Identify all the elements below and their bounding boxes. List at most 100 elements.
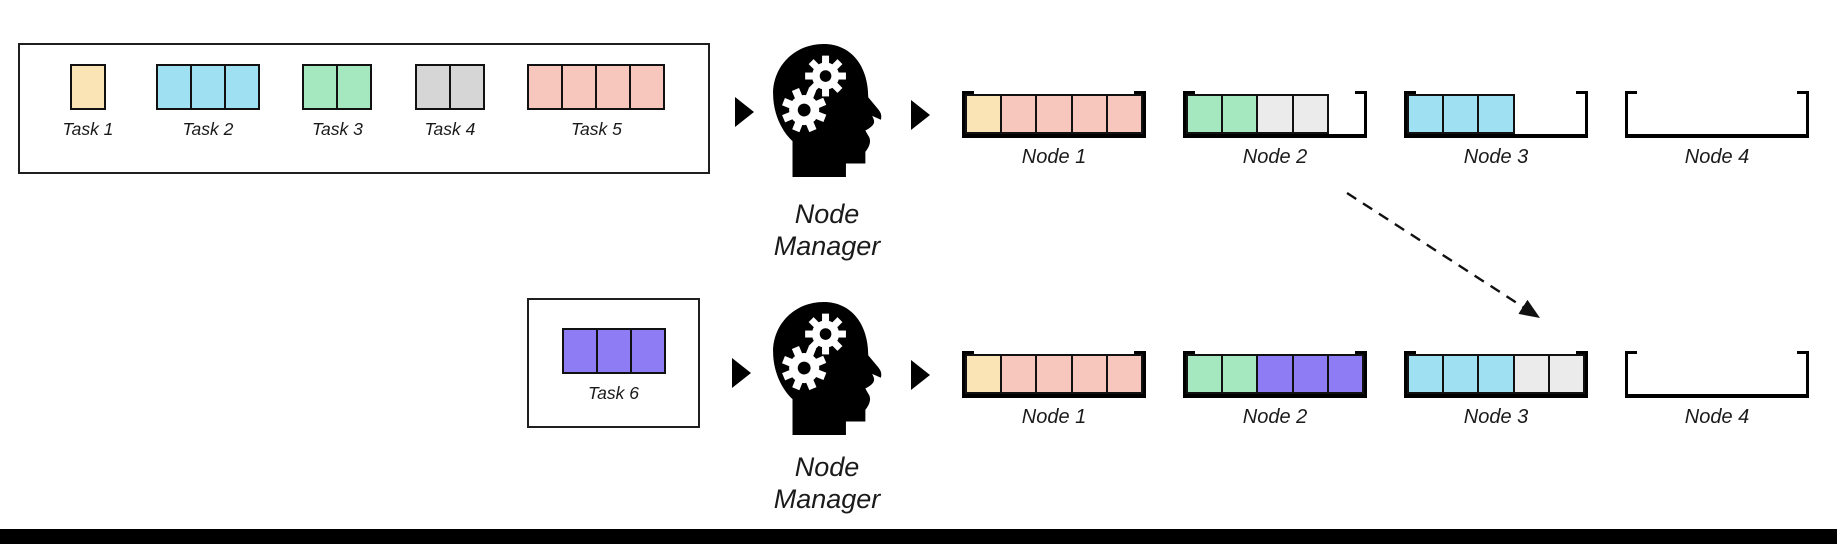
node-label: Node 2	[1242, 146, 1308, 168]
task-cell-row	[561, 328, 666, 374]
node-cell	[1221, 354, 1259, 394]
node-cell	[1256, 354, 1294, 394]
node-label: Node 4	[1684, 406, 1750, 428]
node-cell	[1186, 94, 1224, 134]
task-panel: Task 6	[527, 298, 700, 428]
task-label: Task 3	[311, 119, 363, 139]
node-label: Node 2	[1242, 406, 1308, 428]
flow-arrow-icon	[732, 358, 751, 388]
task-group: Task 2	[155, 64, 260, 140]
task-cell	[595, 64, 632, 110]
task-label: Task 5	[570, 119, 622, 139]
node-cell	[1326, 354, 1364, 394]
node-cell	[1291, 94, 1329, 134]
node-cell	[1477, 354, 1515, 394]
node-cell	[1477, 94, 1515, 134]
node: Node 4	[1625, 351, 1809, 429]
node-label: Node 4	[1684, 146, 1750, 168]
task-group: Task 4	[414, 64, 485, 140]
node-cell	[1000, 94, 1038, 134]
node-tray	[1183, 91, 1367, 138]
node-manager-icon	[773, 43, 882, 178]
node-cell	[1256, 94, 1294, 134]
bottom-bar	[0, 529, 1837, 544]
task-cell	[302, 64, 339, 110]
node-cell	[1221, 94, 1259, 134]
task-cell-row	[69, 64, 106, 110]
node: Node 1	[962, 351, 1146, 429]
task-cell-row	[414, 64, 485, 110]
task-label: Task 1	[62, 119, 114, 139]
node-label: Node 3	[1463, 146, 1529, 168]
task-cell-row	[302, 64, 373, 110]
node-cell	[965, 354, 1003, 394]
node-tray	[1625, 91, 1809, 138]
task-cell	[595, 328, 632, 374]
node-tray	[1183, 351, 1367, 398]
node-label: Node 3	[1463, 406, 1529, 428]
node-manager-label: Node Manager	[773, 452, 881, 515]
gear-icon	[781, 87, 827, 133]
node-cell	[1547, 354, 1585, 394]
flow-arrow-icon	[735, 97, 754, 127]
task-cell	[336, 64, 373, 110]
task-panel: Task 1 Task 2 Task 3 Task 4 Task 5	[18, 43, 710, 174]
node-cell	[1442, 94, 1480, 134]
node: Node 2	[1183, 351, 1367, 429]
node-manager-label: Node Manager	[773, 199, 881, 262]
task-cell	[629, 328, 666, 374]
task-cell	[414, 64, 451, 110]
node: Node 1	[962, 91, 1146, 169]
task-cell	[527, 64, 564, 110]
node-tray	[962, 91, 1146, 138]
node-manager-icon	[773, 301, 882, 436]
task-label: Task 4	[424, 119, 476, 139]
node-cell	[1000, 354, 1038, 394]
task-cell	[189, 64, 226, 110]
node-cell	[1105, 354, 1143, 394]
task-cell	[223, 64, 260, 110]
task-cell	[561, 64, 598, 110]
task-cell	[155, 64, 192, 110]
node-tray	[1625, 351, 1809, 398]
node: Node 2	[1183, 91, 1367, 169]
node-cell	[965, 94, 1003, 134]
node-cell	[1407, 354, 1445, 394]
node-cell	[1512, 354, 1550, 394]
node-cell	[1442, 354, 1480, 394]
flow-arrow-icon	[911, 100, 930, 130]
node-cell	[1291, 354, 1329, 394]
node-cell	[1105, 94, 1143, 134]
node: Node 3	[1404, 351, 1588, 429]
node-cell	[1035, 94, 1073, 134]
task-group: Task 6	[561, 328, 666, 404]
gear-icon	[781, 345, 827, 391]
node-cell	[1070, 94, 1108, 134]
node-cell	[1186, 354, 1224, 394]
node-row: Node 1 Node 2 Node 3 Node 4	[962, 91, 1809, 169]
node-label: Node 1	[1021, 146, 1087, 168]
task-group: Task 1	[62, 64, 114, 140]
node-cell	[1407, 94, 1445, 134]
migration-arrow-icon	[1346, 191, 1541, 318]
task-cell	[69, 64, 106, 110]
node-tray	[1404, 91, 1588, 138]
task-cell	[561, 328, 598, 374]
flow-arrow-icon	[911, 360, 930, 390]
node-label: Node 1	[1021, 406, 1087, 428]
gear-icon	[805, 55, 846, 97]
task-cell	[629, 64, 666, 110]
node-tray	[962, 351, 1146, 398]
task-cell-row	[527, 64, 666, 110]
node-row: Node 1 Node 2 Node 3 Node 4	[962, 351, 1809, 429]
node: Node 3	[1404, 91, 1588, 169]
task-label: Task 6	[588, 383, 639, 403]
node-cell	[1070, 354, 1108, 394]
task-group: Task 5	[527, 64, 666, 140]
node-cell	[1035, 354, 1073, 394]
task-cell-row	[155, 64, 260, 110]
node: Node 4	[1625, 91, 1809, 169]
task-group: Task 3	[302, 64, 373, 140]
gear-icon	[805, 313, 846, 355]
